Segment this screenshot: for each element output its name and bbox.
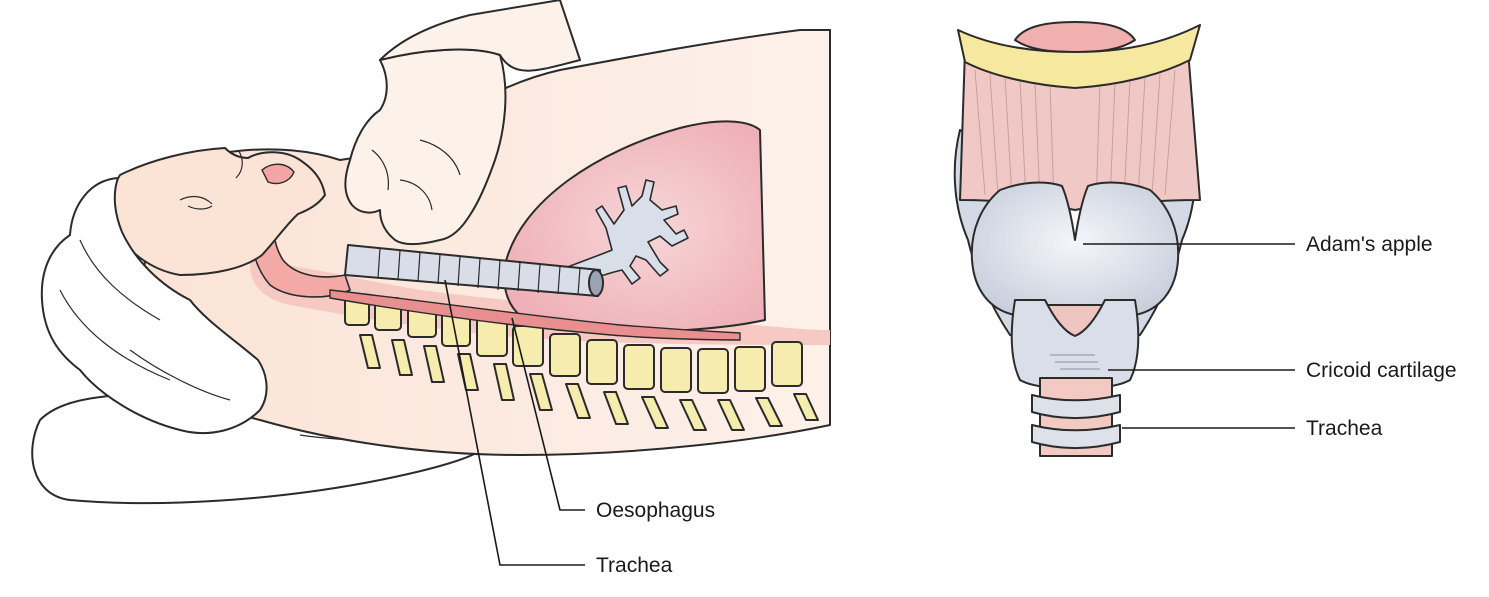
oesophagus [329, 289, 741, 341]
right-leaders [1083, 243, 1295, 429]
patient-sagittal-view [31, 0, 831, 505]
cricoid-cartilage [1010, 299, 1140, 390]
label-trachea-left: Trachea [596, 554, 673, 577]
larynx-front-view [953, 21, 1201, 457]
trachea-rings [1031, 377, 1121, 457]
bronchial-tree [559, 179, 689, 289]
label-oesophagus: Oesophagus [596, 499, 715, 522]
label-adams-apple: Adam's apple [1306, 233, 1433, 256]
thyroid-cartilage [970, 181, 1180, 316]
trachea-tube [344, 244, 604, 297]
epiglottis [1014, 21, 1136, 53]
hyoid-bone [957, 24, 1201, 89]
operator-hand [344, 48, 507, 246]
head-towel [40, 177, 268, 434]
left-leaders [444, 279, 585, 566]
label-trachea-right: Trachea [1306, 417, 1383, 440]
label-cricoid-cartilage: Cricoid cartilage [1306, 359, 1457, 382]
